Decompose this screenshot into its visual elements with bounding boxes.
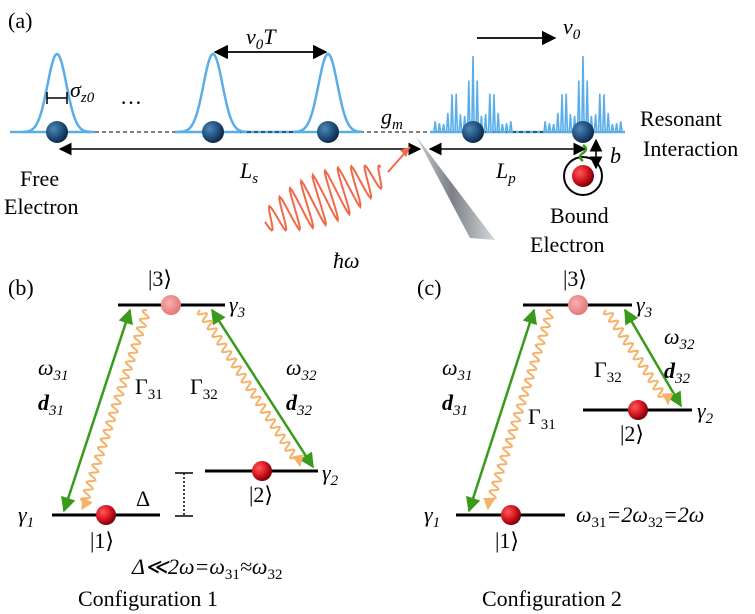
bound-electron-label-1: Bound — [550, 203, 609, 228]
metal-tip — [416, 136, 495, 240]
state-3-ball-c — [568, 295, 588, 315]
photon-wave — [264, 164, 383, 232]
gaussian-pulse-3 — [293, 52, 363, 134]
delta-marker-b — [175, 472, 193, 517]
bound-electron-label-2: Electron — [530, 232, 605, 257]
ellipsis: … — [120, 84, 142, 109]
Gamma32-b: Γ32 — [190, 374, 218, 403]
ket1-b: |1⟩ — [90, 528, 114, 553]
gaussian-pulses — [22, 52, 363, 134]
lp-label: Lp — [495, 158, 516, 187]
resonant-label-2: Interaction — [643, 136, 738, 161]
sigma-label: σz0 — [70, 77, 95, 106]
d32-b: d32 — [286, 390, 313, 419]
gamma2-b: γ2 — [322, 460, 339, 489]
ket3-c: |3⟩ — [563, 266, 587, 291]
transition-32-c — [623, 308, 683, 408]
decay-32-c — [602, 309, 674, 406]
coupling-spring — [578, 143, 588, 163]
state-1-ball-b — [96, 505, 116, 525]
bound-electron — [572, 165, 594, 187]
condition-b: Δ≪2ω=ω31≈ω32 — [131, 554, 282, 583]
state-2-ball-c — [628, 400, 648, 420]
condition-c: ω31=2ω32=2ω — [576, 502, 704, 531]
omega32-c: ω32 — [664, 324, 695, 353]
d32-c: d32 — [664, 358, 691, 387]
modulated-pulse-2 — [543, 55, 623, 133]
d31-b: d31 — [38, 390, 64, 419]
gm-label: gm — [381, 104, 403, 133]
modulated-pulse-1 — [433, 55, 513, 133]
gamma1-c: γ1 — [424, 502, 440, 531]
ls-label: Ls — [239, 158, 258, 187]
decay-31-c — [483, 309, 554, 511]
gaussian-pulse-2 — [178, 52, 248, 134]
free-electron-1 — [46, 121, 68, 143]
state-2-ball-b — [252, 461, 272, 481]
ket1-c: |1⟩ — [495, 528, 519, 553]
resonant-label-1: Resonant — [640, 106, 722, 131]
omega32-b: ω32 — [286, 355, 317, 384]
free-electron-2 — [202, 121, 224, 143]
free-electron-3 — [317, 121, 339, 143]
gamma1-b: γ1 — [18, 502, 34, 531]
Gamma31-b: Γ31 — [135, 374, 163, 403]
free-electron-5 — [572, 121, 594, 143]
omega31-c: ω31 — [442, 355, 473, 384]
ket3-b: |3⟩ — [148, 266, 172, 291]
ket2-c: |2⟩ — [620, 421, 644, 446]
ket2-b: |2⟩ — [249, 482, 273, 507]
impact-parameter-label: b — [610, 143, 621, 168]
transition-31-b — [61, 308, 133, 513]
gamma3-c: γ3 — [636, 292, 652, 321]
free-electron-label-2: Electron — [4, 194, 79, 219]
free-electron-label-1: Free — [20, 166, 59, 191]
free-electron-4 — [462, 121, 484, 143]
decay-32-b — [196, 309, 305, 468]
gamma2-c: γ2 — [697, 398, 714, 427]
panel-b-label: (b) — [8, 275, 34, 300]
period-label: v0T — [246, 24, 277, 53]
Gamma32-c: Γ32 — [594, 357, 622, 386]
Gamma31-c: Γ31 — [528, 404, 556, 433]
caption-c: Configuration 2 — [482, 586, 622, 611]
modulated-pulses — [433, 55, 623, 133]
decay-31-b — [80, 309, 150, 511]
transition-31-c — [466, 308, 537, 513]
delta-label-b: Δ — [136, 486, 150, 511]
state-3-ball-b — [161, 295, 181, 315]
caption-b: Configuration 1 — [78, 586, 218, 611]
panel-a-label: (a) — [8, 8, 32, 33]
sigma-width-marker — [46, 92, 68, 104]
photon-label: ħω — [333, 248, 360, 273]
d31-c: d31 — [442, 390, 468, 419]
panel-c-label: (c) — [417, 275, 441, 300]
bound-electron-ring — [563, 156, 603, 196]
omega31-b: ω31 — [38, 355, 69, 384]
state-1-ball-c — [501, 505, 521, 525]
gaussian-pulse-1 — [22, 52, 92, 134]
photon-arrowhead — [400, 147, 410, 157]
transition-32-b — [210, 308, 315, 469]
gamma3-b: γ3 — [229, 292, 245, 321]
velocity-label: v0 — [563, 14, 581, 43]
